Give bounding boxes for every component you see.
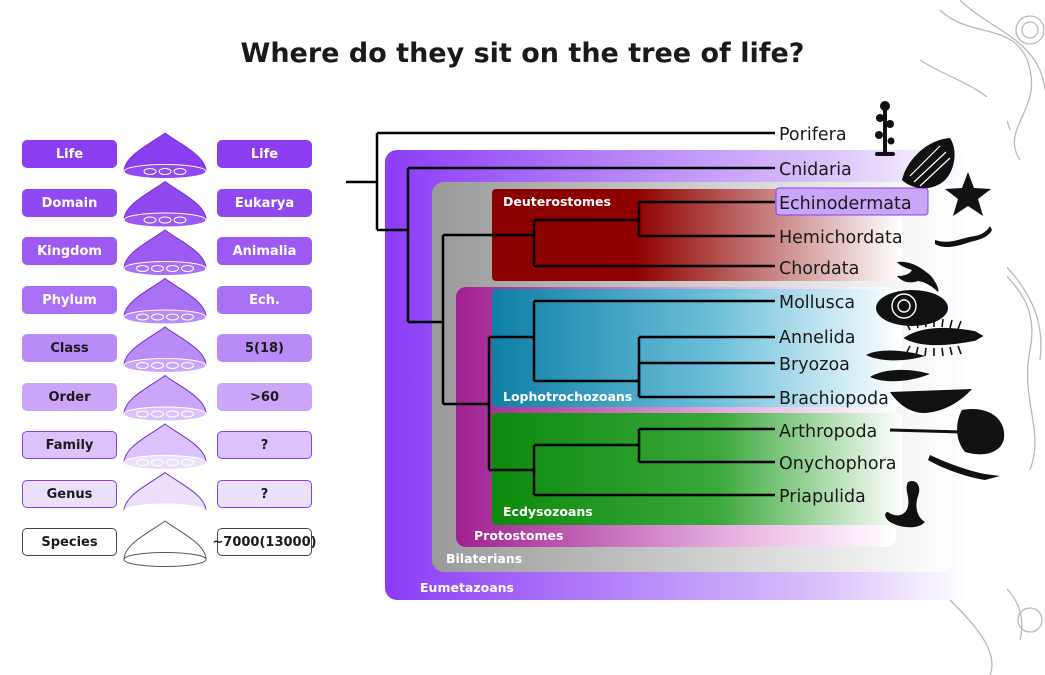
funnel-ring-6-2	[166, 459, 179, 466]
taxonomy-funnel	[123, 132, 207, 567]
funnel-ring-3-1	[151, 313, 164, 321]
funnel-ring-4-3	[181, 362, 194, 369]
funnel-base-5	[123, 406, 207, 422]
porifera-silhouette-icon	[875, 101, 895, 156]
rank-right-2: Animalia	[217, 237, 312, 265]
funnel-ring-5-0	[136, 410, 149, 418]
funnel-ring-0-2	[173, 168, 187, 175]
taxon-chordata: Chordata	[779, 259, 859, 279]
rank-left-8: Species	[22, 528, 117, 556]
rank-right-0: Life	[217, 140, 312, 168]
rank-left-1: Domain	[22, 189, 117, 217]
acorn-worm-icon	[935, 226, 992, 248]
taxon-arthropoda: Arthropoda	[779, 422, 877, 442]
rank-left-2: Kingdom	[22, 237, 117, 265]
taxon-hemichordata: Hemichordata	[779, 228, 903, 248]
taxon-priapulida: Priapulida	[779, 487, 866, 507]
rank-right-1: Eukarya	[217, 189, 312, 217]
funnel-ring-5-3	[181, 410, 194, 418]
tree-branches	[346, 131, 775, 497]
funnel-ring-6-3	[181, 459, 194, 466]
bird-icon	[897, 261, 939, 292]
rank-right-5: >60	[217, 383, 312, 411]
taxon-bryozoa: Bryozoa	[779, 355, 850, 375]
funnel-ring-3-0	[136, 313, 149, 321]
funnel-base-0	[123, 164, 207, 179]
funnel-ring-0-0	[143, 168, 157, 175]
rank-right-3: Ech.	[217, 286, 312, 314]
rank-left-4: Class	[22, 334, 117, 362]
taxon-mollusca: Mollusca	[779, 293, 855, 313]
funnel-ring-7-2	[166, 507, 179, 515]
funnel-ring-5-1	[151, 410, 164, 418]
rank-left-3: Phylum	[22, 286, 117, 314]
funnel-ring-2-0	[136, 265, 149, 272]
rank-right-7: ?	[217, 480, 312, 508]
rank-right-8: ~7000(13000)	[212, 528, 317, 556]
funnel-ring-3-2	[166, 313, 179, 321]
page-title: Where do they sit on the tree of life?	[240, 38, 805, 69]
clade-box-ecdysozoans	[492, 413, 902, 525]
funnel-ring-4-0	[136, 362, 149, 369]
funnel-ring-5-2	[166, 410, 179, 418]
clade-label-ecdysozoans: Ecdysozoans	[503, 504, 593, 519]
funnel-base-6	[123, 455, 207, 470]
funnel-ring-2-1	[151, 265, 164, 272]
snail-icon	[876, 290, 948, 326]
funnel-ring-2-2	[166, 265, 179, 272]
rank-right-4: 5(18)	[217, 334, 312, 362]
funnel-ring-2-3	[181, 265, 194, 272]
rank-left-7: Genus	[22, 480, 117, 508]
clade-label-protostomes: Protostomes	[474, 528, 563, 543]
taxon-porifera: Porifera	[779, 125, 847, 145]
funnel-ring-1-1	[158, 216, 172, 224]
polychaete-worm-icon	[903, 318, 984, 357]
funnel-ring-7-1	[151, 507, 164, 515]
cnidaria-silhouette-icon	[902, 138, 955, 189]
rank-right-6: ?	[217, 431, 312, 459]
taxon-onychophora: Onychophora	[779, 454, 896, 474]
clade-label-eumetazoans: Eumetazoans	[420, 580, 514, 595]
clade-label-deuterostomes: Deuterostomes	[503, 194, 611, 209]
rank-left-5: Order	[22, 383, 117, 411]
funnel-ring-4-1	[151, 362, 164, 369]
funnel-base-3	[123, 309, 207, 325]
highlight-echinodermata	[775, 187, 929, 216]
funnel-ring-0-1	[158, 168, 172, 175]
funnel-base-4	[123, 358, 207, 373]
funnel-ring-7-3	[181, 507, 194, 515]
funnel-ring-4-2	[166, 362, 179, 369]
taxon-annelida: Annelida	[779, 328, 855, 348]
horseshoe-crab-icon	[889, 409, 1005, 455]
priapulid-icon	[885, 480, 925, 528]
funnel-base-1	[123, 212, 207, 228]
clade-label-bilaterians: Bilaterians	[446, 551, 522, 566]
brachiopod-icon	[890, 389, 972, 413]
clade-box-lophotrochozoans	[492, 289, 902, 407]
funnel-base-8	[123, 552, 207, 567]
funnel-ring-6-0	[136, 459, 149, 466]
funnel-base-2	[123, 261, 207, 276]
funnel-ring-1-0	[143, 216, 157, 224]
rank-left-0: Life	[22, 140, 117, 168]
funnel-ring-1-2	[173, 216, 187, 224]
clade-label-lophotrochozoans: Lophotrochozoans	[503, 389, 632, 404]
taxon-cnidaria: Cnidaria	[779, 160, 852, 180]
funnel-base-7	[123, 503, 207, 519]
taxon-brachiopoda: Brachiopoda	[779, 389, 889, 409]
funnel-ring-3-3	[181, 313, 194, 321]
velvet-worm-icon	[928, 455, 1000, 480]
funnel-ring-6-1	[151, 459, 164, 466]
bryozoan-icon	[866, 350, 930, 382]
taxon-echinodermata: Echinodermata	[779, 194, 912, 214]
rank-left-6: Family	[22, 431, 117, 459]
starfish-icon	[945, 172, 991, 216]
funnel-ring-7-0	[136, 507, 149, 515]
